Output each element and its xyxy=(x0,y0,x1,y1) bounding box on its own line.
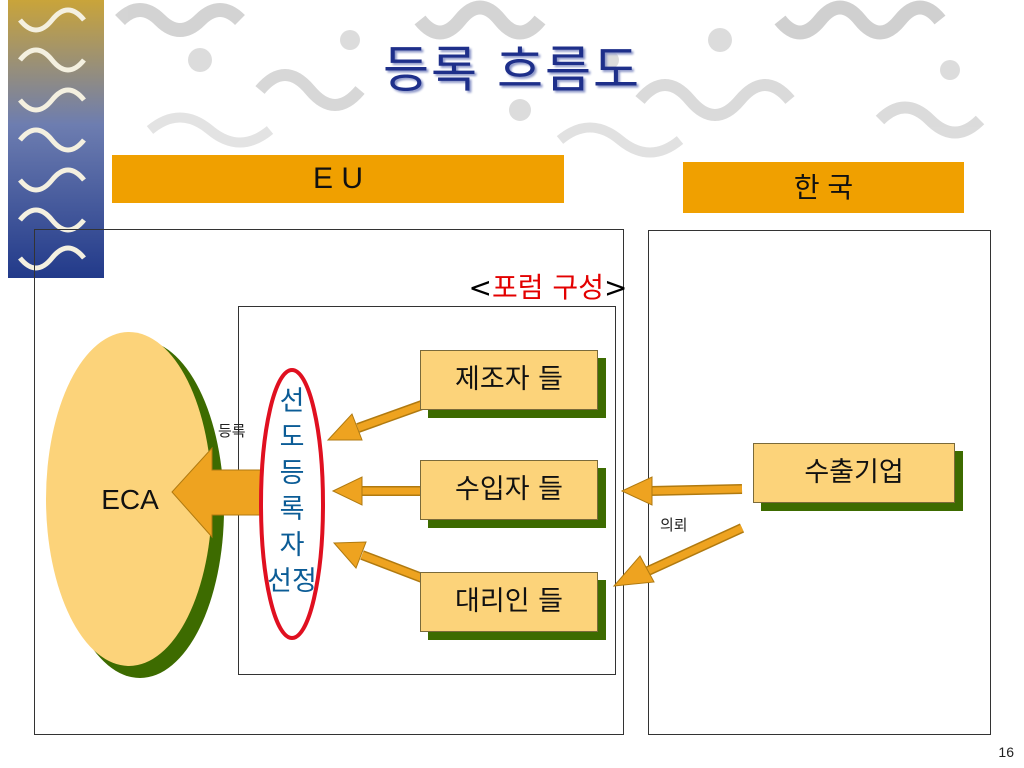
forum-label: 포럼 구성 xyxy=(492,271,604,304)
lead-registrant-char: 록 xyxy=(279,494,305,525)
request-label: 의뢰 xyxy=(660,516,688,534)
eu-header: E U xyxy=(112,155,564,203)
background-pattern xyxy=(115,0,985,158)
lead-registrant-char: 자 xyxy=(279,530,305,561)
manufacturers-box: 제조자 들 xyxy=(420,350,606,418)
page-number: 16 xyxy=(998,744,1014,760)
lead-registrant-char: 등 xyxy=(279,458,305,489)
decorative-side-strip xyxy=(8,0,104,278)
page-title: 등록 흐름도 xyxy=(383,41,641,99)
importers-box: 수입자 들 xyxy=(420,460,606,528)
agents-label: 대리인 들 xyxy=(420,572,598,632)
manufacturers-label: 제조자 들 xyxy=(420,350,598,410)
exporter-label: 수출기업 xyxy=(753,443,955,503)
forum-close-bracket: > xyxy=(603,271,628,304)
lead-registrant-text: 선 도 등 록 자 선정 xyxy=(264,384,320,600)
lead-registrant-char: 선정 xyxy=(267,566,317,597)
forum-caption: <포럼 구성> xyxy=(0,266,1024,306)
lead-registrant-char: 선 xyxy=(279,386,305,417)
agents-box: 대리인 들 xyxy=(420,572,606,640)
korea-header: 한 국 xyxy=(683,162,964,213)
exporter-box: 수출기업 xyxy=(753,443,963,511)
importers-label: 수입자 들 xyxy=(420,460,598,520)
forum-open-bracket: < xyxy=(468,271,493,304)
lead-registrant-char: 도 xyxy=(279,422,305,453)
eca-label: ECA xyxy=(101,484,159,515)
registration-label: 등록 xyxy=(218,422,246,440)
